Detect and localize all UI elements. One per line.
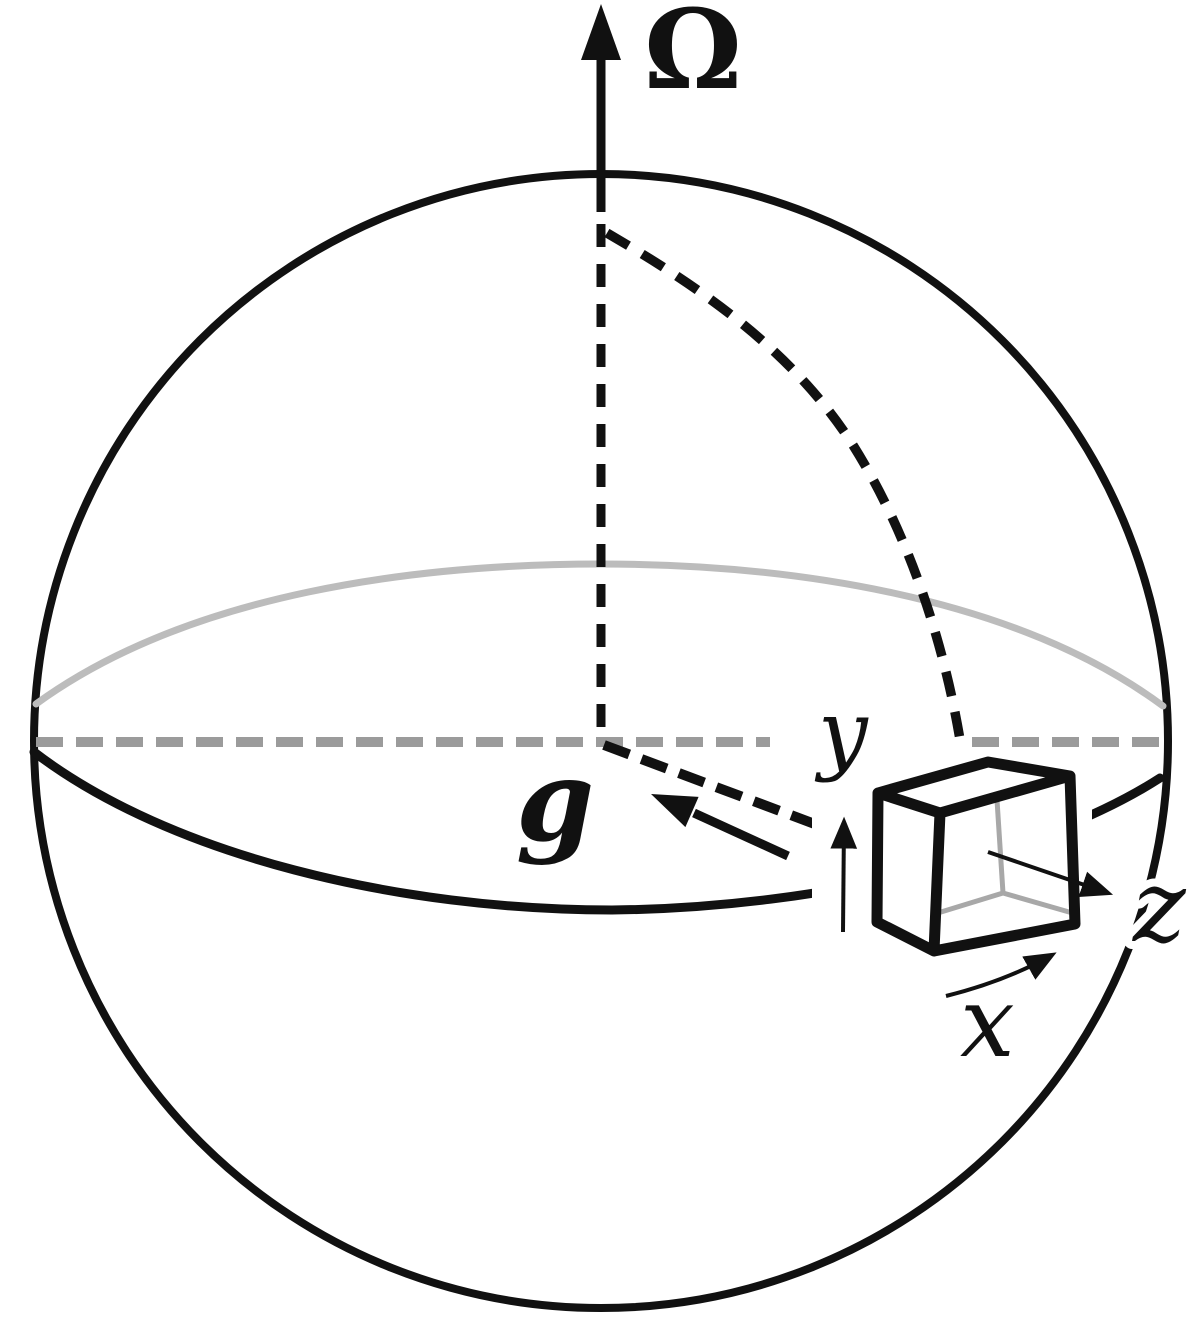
z-axis-label: z: [1132, 848, 1187, 965]
rotation-axis-arrowhead: [581, 4, 621, 60]
box-edges: [871, 756, 1081, 957]
y-axis-arrow: [830, 816, 858, 933]
gravity-arrowhead: [651, 794, 699, 828]
rotation-axis-label: Ω: [644, 0, 742, 114]
gravity-arrow-shaft: [692, 808, 790, 861]
box-hidden-edges: [938, 797, 1072, 915]
x-axis-label: x: [960, 966, 1015, 1079]
surface-box: [871, 756, 1081, 957]
z-axis-arrow: [987, 850, 1114, 897]
meridian-dashed-arc: [604, 228, 967, 753]
x-axis-arrow: [945, 952, 1057, 998]
y-axis-label: y: [814, 681, 869, 784]
radial-dashed-line: [602, 740, 838, 837]
gravity-label: g: [516, 736, 594, 867]
box-front-face: [877, 793, 940, 951]
box-right-face: [934, 776, 1075, 951]
box-top-face: [878, 762, 1070, 813]
